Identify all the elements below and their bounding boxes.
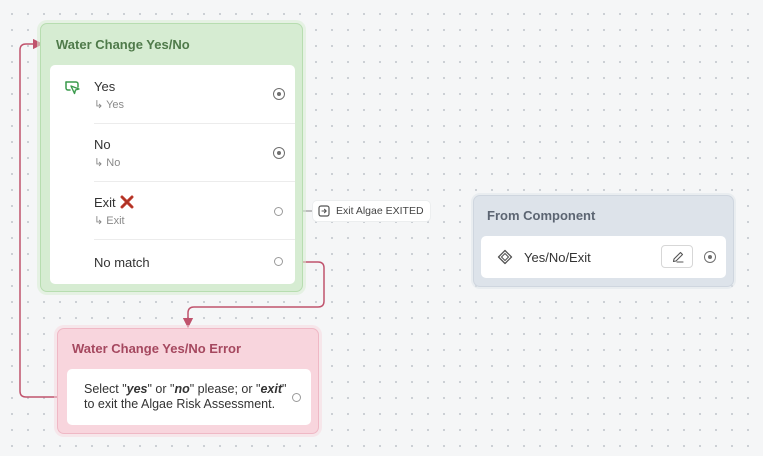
- exit-link-pill[interactable]: Exit Algae EXITED: [313, 201, 430, 221]
- pencil-icon: [672, 251, 684, 263]
- option-sub-exit: ↳ Exit: [94, 215, 125, 227]
- exit-flow-icon: [318, 205, 330, 217]
- from-component-node[interactable]: From Component Yes/No/Exit: [473, 195, 734, 287]
- from-component-item-label: Yes/No/Exit: [524, 250, 591, 265]
- option-label-exit-wrap: Exit: [94, 195, 134, 210]
- edit-component-button[interactable]: [661, 245, 693, 268]
- option-port-no-match[interactable]: [274, 257, 283, 266]
- exit-link-label: Exit Algae EXITED: [336, 205, 424, 217]
- error-node[interactable]: Water Change Yes/No Error Select "yes" o…: [57, 328, 319, 434]
- water-change-node-title: Water Change Yes/No: [56, 37, 190, 52]
- message-keyword-exit: exit: [260, 382, 282, 396]
- option-sub-yes: ↳ Yes: [94, 99, 125, 111]
- option-row-yes[interactable]: Yes ↳ Yes: [50, 65, 295, 123]
- option-label-no: No: [94, 137, 111, 152]
- cursor-click-icon: [65, 81, 80, 95]
- from-component-port[interactable]: [704, 251, 716, 263]
- row-divider: [94, 123, 295, 124]
- from-component-title: From Component: [487, 208, 596, 223]
- message-keyword-no: no: [174, 382, 190, 396]
- from-component-card[interactable]: Yes/No/Exit: [481, 236, 726, 278]
- option-sub-no: ↳ No: [94, 157, 121, 169]
- option-row-no[interactable]: No ↳ No: [50, 123, 295, 181]
- option-port-exit[interactable]: [274, 207, 283, 216]
- message-text: " or ": [147, 382, 175, 396]
- option-label-exit: Exit: [94, 195, 116, 210]
- error-message-card: Select "yes" or "no" please; or "exit" t…: [67, 369, 311, 425]
- red-x-icon: [120, 195, 134, 209]
- option-port-yes[interactable]: [273, 88, 285, 100]
- option-label-yes: Yes: [94, 79, 116, 94]
- component-icon: [497, 249, 513, 265]
- message-text: " please; or ": [189, 382, 261, 396]
- message-text: Select ": [84, 382, 127, 396]
- message-text: " to exit the Algae Risk Assessment.: [84, 382, 287, 411]
- error-message: Select "yes" or "no" please; or "exit" t…: [84, 382, 289, 412]
- option-row-no-match[interactable]: No match: [50, 239, 295, 284]
- error-node-port[interactable]: [292, 393, 301, 402]
- water-change-options-card: Yes ↳ Yes No ↳ No Exit ↳ Exit No match: [50, 65, 295, 284]
- water-change-node[interactable]: Water Change Yes/No Yes ↳ Yes No ↳ No Ex…: [40, 23, 303, 292]
- message-keyword-yes: yes: [126, 382, 148, 396]
- row-divider: [94, 239, 295, 240]
- error-node-title: Water Change Yes/No Error: [72, 341, 242, 356]
- option-port-no[interactable]: [273, 147, 285, 159]
- option-row-exit[interactable]: Exit ↳ Exit: [50, 181, 295, 239]
- row-divider: [94, 181, 295, 182]
- option-label-no-match: No match: [94, 255, 150, 270]
